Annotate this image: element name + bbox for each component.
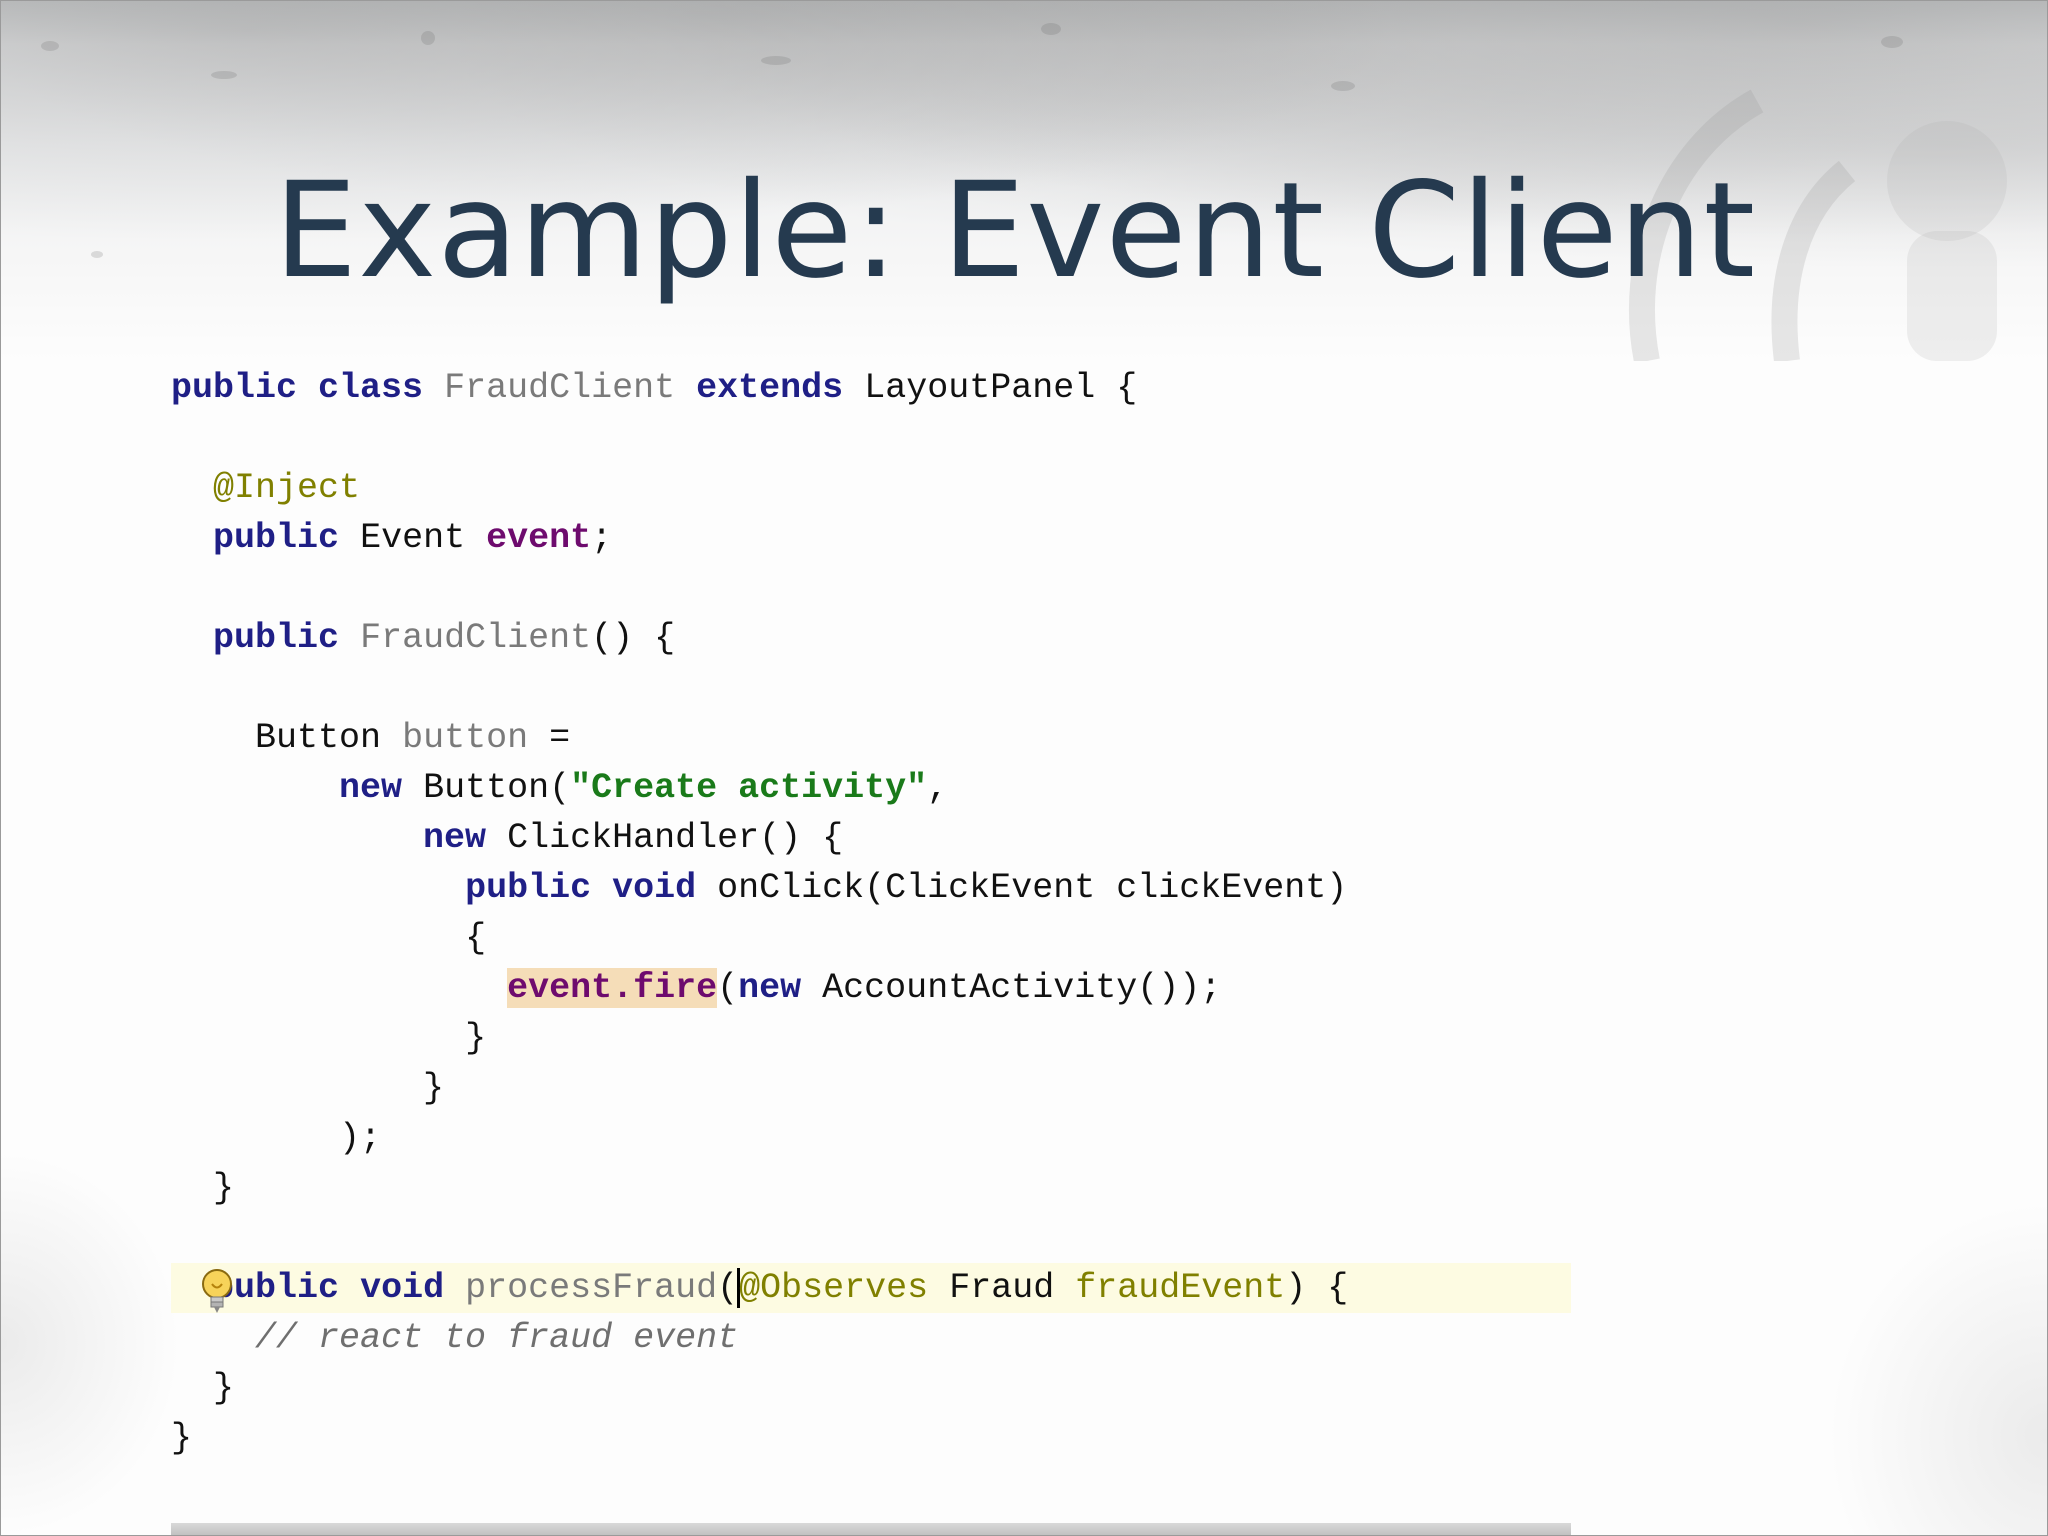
code-line: // react to fraud event — [171, 1313, 1571, 1363]
text-caret — [737, 1267, 741, 1308]
code-method: .fire — [612, 968, 718, 1008]
code-line: public FraudClient() { — [171, 613, 1571, 663]
texture-smudge — [1, 1151, 181, 1535]
code-keyword: new — [738, 968, 802, 1008]
texture-smudge — [1827, 1201, 2047, 1535]
code-line-blank — [171, 563, 1571, 613]
code-text: = — [528, 718, 571, 758]
code-text: ) { — [1285, 1268, 1349, 1308]
code-keyword: new — [339, 768, 403, 808]
code-text: AccountActivity()); — [822, 968, 1222, 1008]
decorative-figure — [1628, 89, 2007, 361]
code-text: () { — [591, 618, 676, 658]
code-line-blank — [171, 413, 1571, 463]
code-annotation: @Observes — [739, 1268, 929, 1308]
code-line: ); — [171, 1113, 1571, 1163]
code-line: public Event event; — [171, 513, 1571, 563]
code-line: public class FraudClient extends LayoutP… — [171, 363, 1571, 413]
code-line: } — [171, 1413, 1571, 1463]
code-type: Event — [360, 518, 466, 558]
code-text: onClick(ClickEvent clickEvent) — [717, 868, 1348, 908]
code-string: "Create activity" — [570, 768, 928, 808]
texture-speck — [41, 41, 59, 51]
texture-speck — [761, 56, 791, 65]
screenshot-bottom-edge — [171, 1523, 1571, 1535]
code-line: public void onClick(ClickEvent clickEven… — [171, 863, 1571, 913]
code-keyword: extends — [696, 368, 844, 408]
code-field: event — [486, 518, 592, 558]
code-annotation: @Inject — [213, 468, 361, 508]
code-method-name: processFraud — [465, 1268, 718, 1308]
texture-speck — [1041, 23, 1061, 35]
code-parameter: fraudEvent — [1075, 1268, 1286, 1308]
code-text: ); — [339, 1118, 382, 1158]
code-text: Button( — [423, 768, 571, 808]
texture-speck — [1331, 81, 1355, 91]
texture-speck — [211, 71, 237, 79]
code-line: } — [171, 1363, 1571, 1413]
code-keyword: public — [213, 618, 340, 658]
code-keyword: class — [318, 368, 424, 408]
code-line-blank — [171, 663, 1571, 713]
code-constructor-name: FraudClient — [360, 618, 592, 658]
code-field: event — [507, 968, 613, 1008]
code-line: } — [171, 1013, 1571, 1063]
code-text: , — [927, 768, 949, 808]
code-type: Button — [255, 718, 382, 758]
code-text: ( — [717, 1268, 739, 1308]
code-line-blank — [171, 1213, 1571, 1263]
code-variable: button — [402, 718, 529, 758]
texture-speck — [1881, 36, 1903, 48]
code-text: } — [213, 1168, 235, 1208]
code-line: @Inject — [171, 463, 1571, 513]
grunge-header-background — [1, 1, 2047, 361]
code-line: new Button("Create activity", — [171, 763, 1571, 813]
code-line-current: public void processFraud(@Observes Fraud… — [171, 1263, 1571, 1313]
code-keyword: void — [612, 868, 697, 908]
code-text: ClickHandler() { — [507, 818, 844, 858]
texture-speck — [421, 31, 435, 45]
code-keyword: public — [213, 1268, 340, 1308]
code-class-name: FraudClient — [444, 368, 676, 408]
code-snippet: public class FraudClient extends LayoutP… — [171, 363, 1571, 1463]
code-text: ( — [717, 968, 739, 1008]
code-keyword: void — [360, 1268, 445, 1308]
code-line: event.fire(new AccountActivity()); — [171, 963, 1571, 1013]
code-text: } — [213, 1368, 235, 1408]
slide-title: Example: Event Client — [273, 154, 1757, 308]
texture-speck — [91, 251, 103, 258]
code-keyword: public — [213, 518, 340, 558]
code-keyword: public — [465, 868, 592, 908]
code-highlighted-call: event.fire — [507, 968, 718, 1008]
code-line: { — [171, 913, 1571, 963]
code-text: } — [171, 1418, 193, 1458]
code-text: } — [423, 1068, 445, 1108]
code-text: ; — [591, 518, 613, 558]
code-text: } — [465, 1018, 487, 1058]
code-text: { — [465, 918, 487, 958]
code-text: LayoutPanel { — [864, 368, 1138, 408]
code-line: new ClickHandler() { — [171, 813, 1571, 863]
code-keyword: public — [171, 368, 298, 408]
code-line: } — [171, 1063, 1571, 1113]
code-comment: // react to fraud event — [255, 1318, 739, 1358]
code-type: Fraud — [949, 1268, 1055, 1308]
code-line: } — [171, 1163, 1571, 1213]
code-line: Button button = — [171, 713, 1571, 763]
lightbulb-icon[interactable] — [197, 1267, 237, 1315]
code-keyword: new — [423, 818, 487, 858]
